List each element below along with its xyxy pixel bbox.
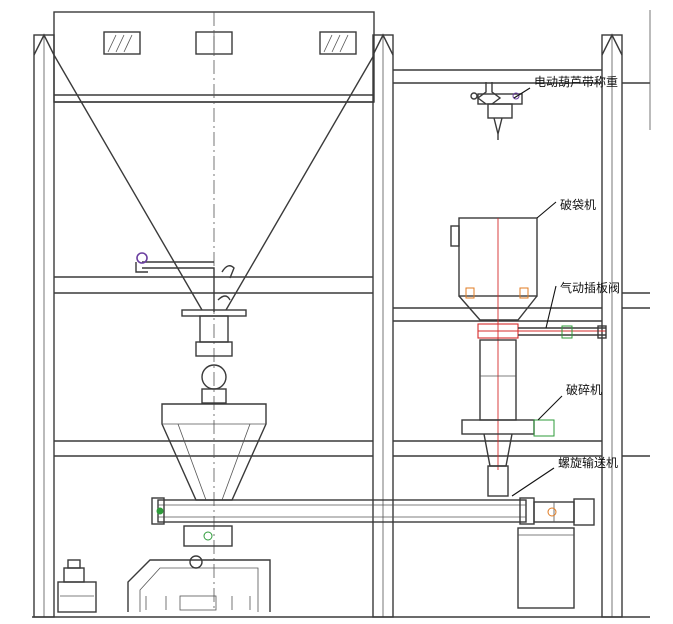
label-bag-breaker: 破袋机 <box>560 197 596 212</box>
label-screw-conveyor: 螺旋输送机 <box>558 455 618 470</box>
label-hoist: 电动葫芦带称重 <box>534 75 618 89</box>
crusher <box>461 339 555 497</box>
packing-unit <box>127 525 271 612</box>
label-crusher: 破碎机 <box>566 382 602 397</box>
label-pneumatic-valve: 气动插板阀 <box>560 280 620 295</box>
steel-frame <box>32 10 651 618</box>
electric-hoist <box>470 82 523 140</box>
bag-breaker <box>450 217 538 470</box>
leader-lines <box>511 87 563 497</box>
screw-conveyor <box>151 497 595 609</box>
pneumatic-slide-valve <box>477 323 607 339</box>
bulk-bag-hopper <box>53 11 375 610</box>
small-equipment <box>57 559 97 613</box>
